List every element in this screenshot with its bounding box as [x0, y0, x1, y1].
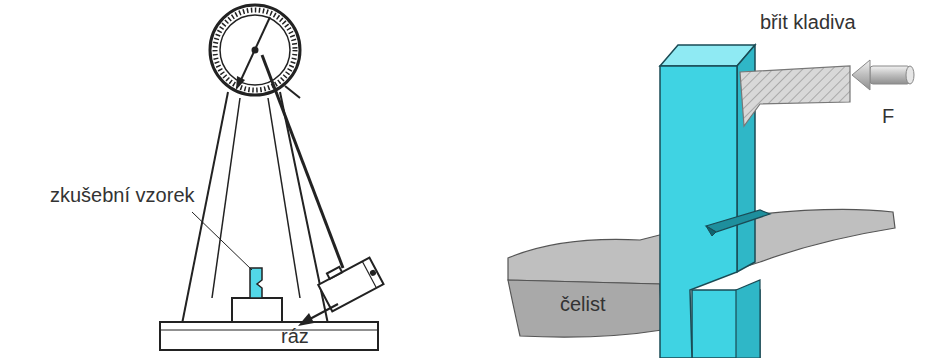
pendulum-tester — [160, 5, 384, 350]
impact-label: ráz — [281, 324, 309, 348]
jaw-detail — [508, 45, 914, 358]
hammer-edge-label: břit kladiva — [760, 10, 856, 34]
jaw-label: čelist — [560, 292, 606, 316]
force-label: F — [882, 104, 894, 128]
specimen-label: zkušební vzorek — [50, 183, 195, 207]
